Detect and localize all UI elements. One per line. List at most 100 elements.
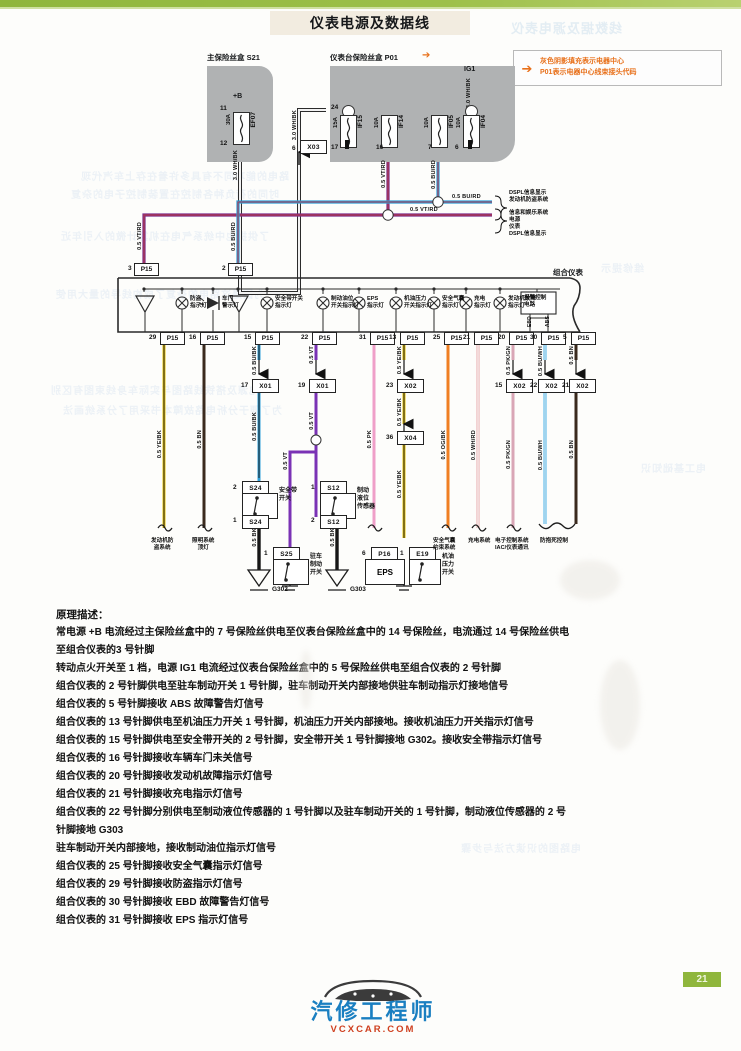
description-line: 组合仪表的 13 号针脚供电至机油压力开关 1 号针脚，机油压力开关内部接地。接… xyxy=(56,717,534,728)
ground-g302: G302 xyxy=(272,586,288,593)
cluster-title: 组合仪表 xyxy=(553,268,583,277)
watermark-en-text: VCXCAR.COM xyxy=(330,1024,416,1035)
description-line: 针脚接地 G303 xyxy=(56,825,124,836)
wire-label-s12-gnd: 0.5 BK xyxy=(330,528,336,547)
cluster-pin2-num: 2 xyxy=(222,265,226,272)
legend-arrow-icon: ➔ xyxy=(521,60,533,76)
wire-label-20-lower: 0.5 PK/GN xyxy=(506,440,512,469)
label-brake-fluid-sensor: 制动 液位 传感器 xyxy=(357,488,376,510)
description-line: 常电源 +B 电流经过主保险丝盒中的 7 号保险丝供电至仪表台保险丝盒中的 14… xyxy=(56,627,570,638)
x02-23-num: 23 xyxy=(386,382,394,389)
system-label-lighting: 照明系统 顶灯 xyxy=(192,538,215,551)
indicator-label-alarm-control: 报警控制 电路 xyxy=(524,295,547,308)
bus-label-dspl-1: DSPL信息显示 发动机防盗系统 xyxy=(509,190,549,203)
watermark-cn-text: 汽修工程师 xyxy=(310,999,436,1024)
s24-pin-top-num: 2 xyxy=(233,484,237,491)
legend-line-2: P01表示电器中心线束接头代码 xyxy=(540,69,637,76)
s21-label: 主保险丝盒 S21 xyxy=(207,53,260,62)
description-line: 转动点火开关至 1 档，电源 IG1 电流经过仪表台保险丝盒中的 5 号保险丝供… xyxy=(56,663,502,674)
pin-conn-30: P15 xyxy=(541,332,566,345)
vt-rd-branch-label: 0.5 VT/RD xyxy=(410,207,438,213)
p01-pin-16: 16 xyxy=(376,144,384,151)
pin-num-25: 25 xyxy=(433,334,441,341)
x01-19-num: 19 xyxy=(298,382,306,389)
fuse-if14 xyxy=(381,115,398,148)
description-line: 组合仪表的 30 号针脚接收 EBD 故障警告灯信号 xyxy=(56,897,270,908)
pin-conn-29: P15 xyxy=(160,332,185,345)
top-accent-band-light xyxy=(0,7,741,9)
description-line: 至组合仪表的3 号针脚 xyxy=(56,645,155,656)
ecu-pin-ebd: EBD xyxy=(527,316,533,328)
system-label-charging: 充电系统 xyxy=(468,538,491,544)
pin-num-21: 21 xyxy=(463,334,471,341)
connector-x01-17: X01 xyxy=(252,379,279,393)
sensor-brake-fluid-s12 xyxy=(320,493,356,519)
connector-x02-22: X02 xyxy=(538,379,565,393)
x04-36-num: 36 xyxy=(386,434,394,441)
s21-terminal-b: +B xyxy=(233,93,243,100)
page-title-text: 仪表电源及数据线 xyxy=(310,15,430,31)
pin-num-13: 13 xyxy=(389,334,397,341)
cluster-pin2-wire-label: 0.5 BU/RD xyxy=(231,222,237,251)
pin-conn-31: P15 xyxy=(370,332,395,345)
top-accent-band xyxy=(0,0,741,7)
wire-label-16-lower: 0.5 BN xyxy=(197,430,203,449)
description-line: 组合仪表的 22 号针脚分别供电至制动液位传感器的 1 号针脚以及驻车制动开关的… xyxy=(56,807,567,818)
fuse-if04-name: IF04 xyxy=(480,115,487,129)
system-label-abs: 防抱死控制 xyxy=(540,538,568,544)
pin-num-31: 31 xyxy=(359,334,367,341)
p16-pin-num: 6 xyxy=(362,550,366,557)
pin-num-16: 16 xyxy=(189,334,197,341)
cluster-pin3-num: 3 xyxy=(128,265,132,272)
wire-label-22-branch-a: 0.5 VT xyxy=(283,452,289,470)
fuse-if05 xyxy=(431,115,448,148)
p01-pin-17: 17 xyxy=(331,144,339,151)
vt-rd-label: 0.5 VT/RD xyxy=(381,160,387,188)
ecu-pin-abs: ABS xyxy=(545,316,551,328)
description-line: 驻车制动开关内部接地，接收制动油位指示灯信号 xyxy=(56,843,276,854)
fuse-if15-rating: 15A xyxy=(333,117,339,129)
pin-conn-16: P15 xyxy=(200,332,225,345)
x02-15-num: 15 xyxy=(495,382,503,389)
principle-description: 原理描述： 常电源 +B 电流经过主保险丝盒中的 7 号保险丝供电至仪表台保险丝… xyxy=(56,607,716,931)
description-line: 组合仪表的 20 号针脚接收发动机故障指示灯信号 xyxy=(56,771,273,782)
pin-num-30: 30 xyxy=(530,334,538,341)
p01-pin-24: 24 xyxy=(331,104,339,111)
s12-pin-top-num: 1 xyxy=(311,484,315,491)
pin-conn-22: P15 xyxy=(312,332,337,345)
description-line: 组合仪表的 31 号针脚接收 EPS 指示灯信号 xyxy=(56,915,249,926)
p01-pin-7: 7 xyxy=(428,144,432,151)
e19-pin-num: 1 xyxy=(400,550,404,557)
fuse-if14-rating: 10A xyxy=(374,117,380,129)
connector-x02-15: X02 xyxy=(506,379,533,393)
cluster-pin3-wire-label: 0.5 VT/RD xyxy=(137,222,143,250)
fuse-if05-rating: 10A xyxy=(424,117,430,129)
fuse-if14-name: IF14 xyxy=(398,115,405,129)
wire-label-22-branch-b: 0.5 VT xyxy=(309,412,315,430)
s25-pin-num: 1 xyxy=(264,550,268,557)
pin-conn-20: P15 xyxy=(509,332,534,345)
x02-21-num: 21 xyxy=(562,382,570,389)
system-label-antitheft: 发动机防 盗系统 xyxy=(151,538,174,551)
fuse-if04 xyxy=(463,115,480,148)
pin-num-20: 20 xyxy=(498,334,506,341)
fuse-if15-stub xyxy=(345,140,349,149)
wire-label-13-lower: 0.5 YE/BK xyxy=(397,398,403,427)
wire-label-31-lower: 0.5 PK xyxy=(367,430,373,449)
module-eps: EPS xyxy=(365,559,405,585)
description-line: 组合仪表的 29 号针脚接收防盗指示灯信号 xyxy=(56,879,243,890)
instrument-panel-fuse-box-p01 xyxy=(330,66,515,162)
wiring-diagram-svg xyxy=(117,70,586,591)
description-line: 组合仪表的 25 号针脚接收安全气囊指示灯信号 xyxy=(56,861,263,872)
fuse-if04-rating: 10A xyxy=(456,117,462,129)
p01-pin-6: 6 xyxy=(455,144,459,151)
x03-feed-label: 3.0 WH/BK xyxy=(292,110,298,141)
x02-22-num: 22 xyxy=(530,382,538,389)
legend-line-1: 灰色阴影填充表示电器中心 xyxy=(540,58,624,66)
module-eps-label: EPS xyxy=(376,567,393,577)
page-title: 仪表电源及数据线 xyxy=(270,11,470,35)
pin-num-22: 22 xyxy=(301,334,309,341)
fuse-ef07 xyxy=(233,112,250,145)
cluster-pin2-conn: P15 xyxy=(228,263,253,276)
